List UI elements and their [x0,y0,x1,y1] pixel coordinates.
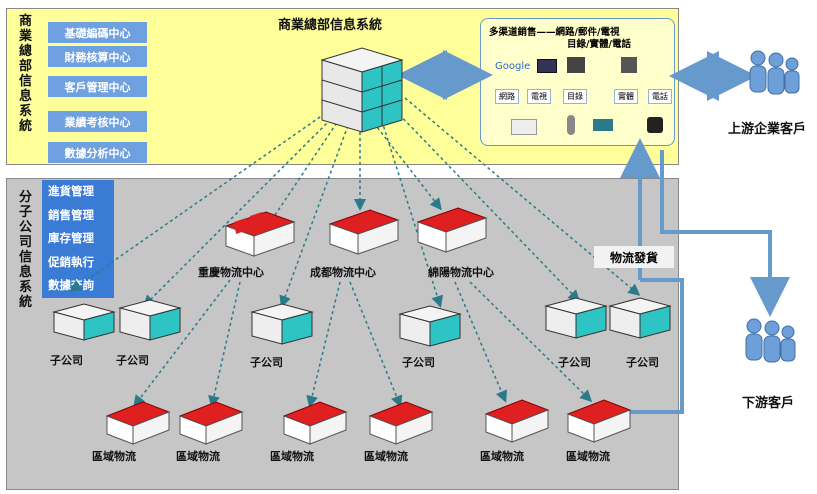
arrow-region-to-logistics [620,278,684,414]
link-hq-mianyang [369,117,442,211]
regional-logistics-label: 區域物流 [270,450,314,463]
subsidiary-label: 子公司 [558,356,591,369]
multichannel-title-line2: 目錄/實體/電話 [567,39,631,50]
branch-module-menu: 進貨管理 銷售管理 庫存管理 促銷執行 數據查詢 [42,180,114,298]
logistics-delivery-label: 物流發貨 [594,246,674,268]
module-inventory[interactable]: 庫存管理 [48,231,94,246]
hq-server-icon [320,47,404,133]
warehouse-icon-region-1 [105,401,171,445]
module-promotion[interactable]: 促銷執行 [48,254,94,269]
multichannel-title-line1: 多渠道銷售——網路/郵件/電視 [489,27,620,38]
people-icon-upstream [749,50,800,95]
upstream-customer-label: 上游企業客戶 [728,122,807,137]
channel-tag-tv: 電視 [527,89,551,104]
center-label: 財務核算中心 [64,50,131,64]
link-my-region6 [469,281,593,403]
center-label: 客戶管理中心 [64,80,131,94]
warehouse-icon-chengdu [328,209,400,255]
center-button-customer[interactable]: 客戶管理中心 [48,76,147,97]
tv-icon [567,57,585,73]
center-label: 基礎編碼中心 [64,26,131,40]
regional-logistics-label: 區域物流 [364,450,408,463]
warehouse-icon-region-4 [368,401,434,445]
channel-tag-catalog: 目錄 [563,89,587,104]
server-icon-sub-6 [608,297,672,339]
regional-logistics-label: 區域物流 [176,450,220,463]
warehouse-icon-region-6 [566,399,632,443]
telephone-icon [647,117,663,133]
center-label: 數據分析中心 [64,146,131,160]
laptop-icon [593,119,613,131]
link-cd-region4 [349,281,403,408]
logistics-center-label-chongqing: 重慶物流中心 [198,266,264,279]
arrow-to-downstream [660,150,790,317]
logistics-center-label-mianyang: 綿陽物流中心 [428,266,494,279]
warehouse-icon-mianyang [416,207,488,253]
server-icon-sub-1 [52,303,116,341]
link-cq-region1 [133,279,231,408]
hq-vertical-label: 商業總部信息系統 [18,14,32,134]
center-button-finance[interactable]: 財務核算中心 [48,46,147,67]
channel-tag-physical: 實體 [614,89,638,104]
link-hq-chongqing [263,117,341,233]
link-my-region5 [454,281,508,403]
channel-tag-web: 網路 [495,89,519,104]
server-icon-sub-2 [118,299,182,341]
center-button-performance[interactable]: 業績考核中心 [48,111,147,132]
hq-title: 商業總部信息系統 [278,18,383,33]
regional-logistics-label: 區域物流 [480,450,524,463]
google-logo: Google [495,61,531,72]
link-hq-menu [69,109,331,292]
link-hq-sub5 [394,109,581,303]
regional-logistics-label: 區域物流 [92,450,136,463]
module-purchase[interactable]: 進貨管理 [48,184,94,198]
subsidiary-label: 子公司 [50,354,83,367]
center-button-analysis[interactable]: 數據分析中心 [48,142,147,163]
server-icon-sub-5 [544,297,608,339]
mobile-icon [567,115,575,135]
server-icon-sub-4 [398,305,462,347]
link-hq-sub3 [279,119,351,308]
multichannel-box: 多渠道銷售——網路/郵件/電視 目錄/實體/電話 Google 網路 電視 目錄… [480,18,675,146]
subsidiary-label: 子公司 [116,354,149,367]
laptop-icon [537,59,557,73]
link-cq-region2 [208,281,241,408]
link-cd-region3 [306,281,341,408]
catalog-icon [511,119,537,135]
branch-vertical-label: 分子公司信息系統 [18,190,32,310]
people-icon-downstream [745,318,796,363]
logistics-center-label-chengdu: 成都物流中心 [310,266,376,279]
warehouse-icon-chongqing [224,211,296,257]
link-hq-sub1 [142,114,336,308]
downstream-customer-label: 下游客戶 [742,396,795,411]
subsidiary-label: 子公司 [626,356,659,369]
center-button-coding[interactable]: 基礎編碼中心 [48,22,147,43]
pos-terminal-icon [621,57,637,73]
warehouse-icon-region-2 [178,401,244,445]
module-sales[interactable]: 銷售管理 [48,207,94,222]
center-label: 業績考核中心 [64,115,131,129]
subsidiary-label: 子公司 [402,356,435,369]
regional-logistics-label: 區域物流 [566,450,610,463]
warehouse-icon-region-5 [484,399,550,443]
server-icon-sub-3 [250,303,314,345]
warehouse-icon-region-3 [282,401,348,445]
subsidiary-label: 子公司 [250,356,283,369]
